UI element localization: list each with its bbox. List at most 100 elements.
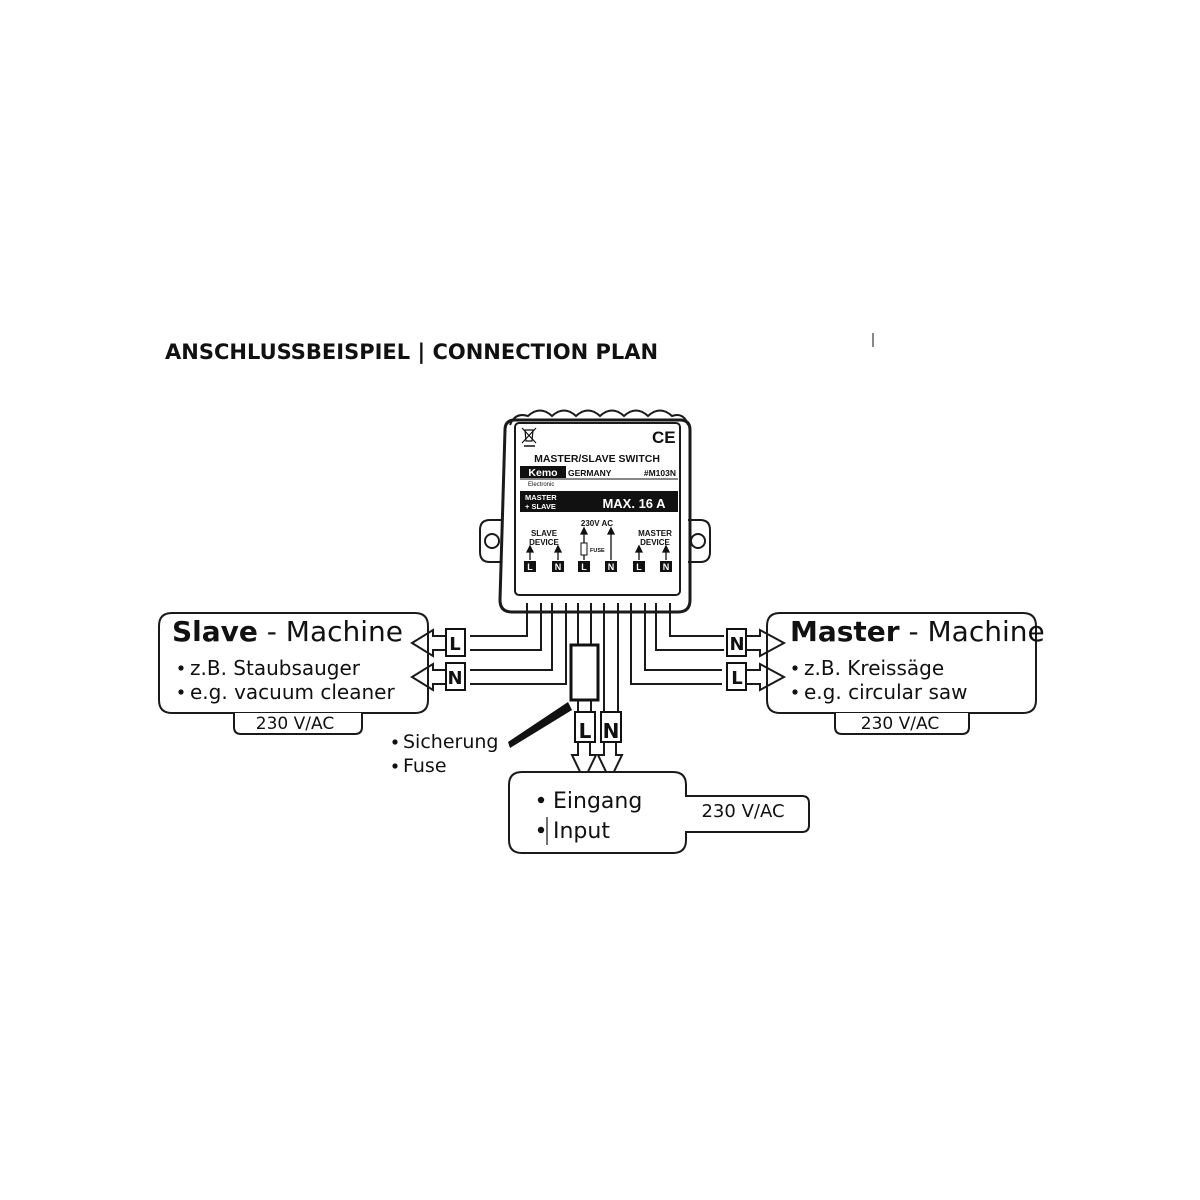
- slave-l-wire: [470, 603, 542, 651]
- external-fuse: [569, 643, 600, 702]
- left-mount-hole: [484, 533, 500, 549]
- slave-arrows: L N: [410, 628, 466, 692]
- bullet: [792, 665, 798, 671]
- part-number: #M103N: [644, 468, 676, 478]
- bullet: [537, 796, 545, 804]
- bullet: [537, 826, 545, 834]
- slave-title-bold: Slave: [172, 615, 258, 648]
- slave-n-arrow: [410, 662, 446, 692]
- fuse-labels: Sicherung Fuse: [392, 731, 498, 777]
- slave-voltage: 230 V/AC: [256, 714, 334, 734]
- input-arrows: L N: [570, 711, 624, 783]
- module-name: MASTER/SLAVE SWITCH: [534, 453, 660, 465]
- terminal-letter: N: [555, 562, 562, 572]
- slave-l-tag: [445, 628, 466, 657]
- slave-bullet2: e.g. vacuum cleaner: [190, 680, 395, 704]
- ce-mark: CE: [652, 428, 676, 447]
- slave-title: Slave - Machine: [172, 615, 403, 648]
- supply-label: 230V AC: [581, 519, 613, 528]
- master-l-tag: [726, 662, 747, 691]
- slave-voltage-tab: [233, 713, 363, 735]
- slave-bullet1: z.B. Staubsauger: [190, 656, 361, 680]
- master-n-tag: [726, 628, 747, 657]
- slave-n-wire: [470, 603, 553, 671]
- slave-machine-frame: [158, 612, 429, 714]
- input-n-tag: [600, 711, 622, 743]
- master-l-wire: [630, 603, 722, 685]
- terminal-box: [660, 561, 672, 572]
- right-mount-hole: [690, 533, 706, 549]
- terminal-box: [578, 561, 590, 572]
- master-machine-box: Master - Machine z.B. Kreissäge e.g. cir…: [766, 612, 1045, 735]
- input-box: Eingang Input 230 V/AC: [508, 771, 810, 854]
- bullet: [392, 739, 398, 745]
- slave-l-arrow: [410, 628, 446, 658]
- input-frame: [508, 771, 810, 854]
- master-l-arrow: [746, 662, 787, 692]
- slave-n-wire: [470, 603, 567, 685]
- input-l-tag: [574, 711, 596, 743]
- input-voltage: 230 V/AC: [701, 801, 784, 822]
- master-voltage: 230 V/AC: [861, 714, 939, 734]
- left-mounting-ear: [479, 519, 501, 563]
- master-n-letter: N: [729, 634, 744, 655]
- terminal-box: [524, 561, 536, 572]
- slave-n-tag: [445, 662, 466, 691]
- weee-bin-icon: [521, 427, 537, 447]
- terminal-box: [605, 561, 617, 572]
- master-bullet1: z.B. Kreissäge: [804, 656, 944, 680]
- brand-sub: Electronic: [528, 482, 554, 488]
- master-device-label2: DEVICE: [640, 538, 670, 547]
- master-l-letter: L: [731, 668, 742, 689]
- terminal-letter: N: [663, 562, 670, 572]
- master-l-wire: [644, 603, 722, 671]
- master-title-bold: Master: [790, 615, 900, 648]
- slave-machine-box: Slave - Machine z.B. Staubsauger e.g. va…: [158, 612, 429, 735]
- wires: [470, 603, 724, 712]
- master-machine-frame: [766, 612, 1037, 714]
- bullet: [792, 689, 798, 695]
- terminal-box: [552, 561, 564, 572]
- master-n-wire: [669, 603, 724, 637]
- mode-line2: + SLAVE: [525, 502, 556, 511]
- master-voltage-tab: [834, 713, 970, 735]
- fuse-label: FUSE: [590, 548, 605, 554]
- brand-country: GERMANY: [568, 468, 612, 478]
- slave-l-wire: [470, 603, 528, 637]
- rating-bar: [520, 491, 678, 512]
- page-title: ANSCHLUSSBEISPIEL | CONNECTION PLAN: [165, 340, 658, 365]
- master-n-wire: [655, 603, 724, 651]
- brand-logo: [520, 466, 566, 478]
- terminal-box: [633, 561, 645, 572]
- brand-name: Kemo: [528, 467, 557, 479]
- master-device-label1: MASTER: [638, 529, 672, 538]
- input-label-en: Input: [553, 819, 610, 844]
- input-l-letter: L: [579, 719, 592, 743]
- fuse-label-de: Sicherung: [403, 731, 498, 753]
- right-mounting-ear: [688, 519, 711, 563]
- terminal-letter: L: [581, 562, 587, 572]
- module: CE MASTER/SLAVE SWITCH Kemo GERMANY #M10…: [479, 409, 711, 614]
- module-top-edge: [509, 409, 689, 426]
- master-arrows: N L: [726, 628, 787, 692]
- master-title-rest: - Machine: [900, 615, 1045, 648]
- slave-device-label2: DEVICE: [529, 538, 559, 547]
- terminal-letter: N: [608, 562, 615, 572]
- terminal-row: L N L N L N: [524, 561, 672, 572]
- slave-title-rest: - Machine: [258, 615, 403, 648]
- module-body: [498, 418, 692, 614]
- slave-device-label1: SLAVE: [531, 529, 558, 538]
- slave-l-letter: L: [449, 634, 460, 655]
- rating-text: MAX. 16 A: [602, 496, 666, 511]
- bullet: [178, 665, 184, 671]
- fuse-symbol: [580, 542, 588, 556]
- master-title: Master - Machine: [790, 615, 1045, 648]
- slave-n-letter: N: [447, 668, 462, 689]
- input-label-de: Eingang: [553, 789, 642, 814]
- mode-line1: MASTER: [525, 493, 557, 502]
- bullet: [392, 763, 398, 769]
- bullet: [178, 689, 184, 695]
- terminal-letter: L: [636, 562, 642, 572]
- fuse-label-en: Fuse: [403, 755, 447, 777]
